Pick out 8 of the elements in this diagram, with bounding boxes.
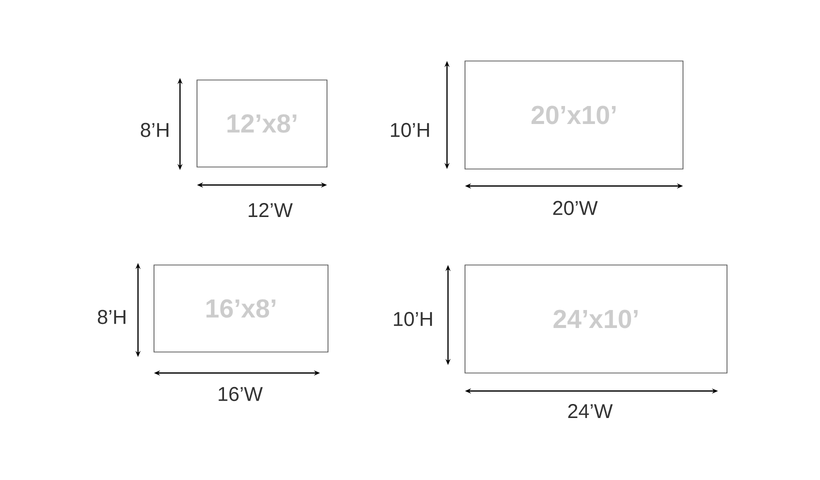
dimension-label: 24’W — [568, 404, 613, 418]
dimension-label: 8’H — [98, 310, 126, 324]
dimension-label: 12’W — [248, 203, 293, 217]
dimension-label: 10’H — [390, 122, 429, 138]
dimension-label: 20’W — [553, 200, 598, 216]
dimension-label: 16’W — [218, 386, 263, 402]
dimension-label: 10’H — [394, 312, 432, 326]
dimension-label: 8’H — [140, 122, 168, 138]
